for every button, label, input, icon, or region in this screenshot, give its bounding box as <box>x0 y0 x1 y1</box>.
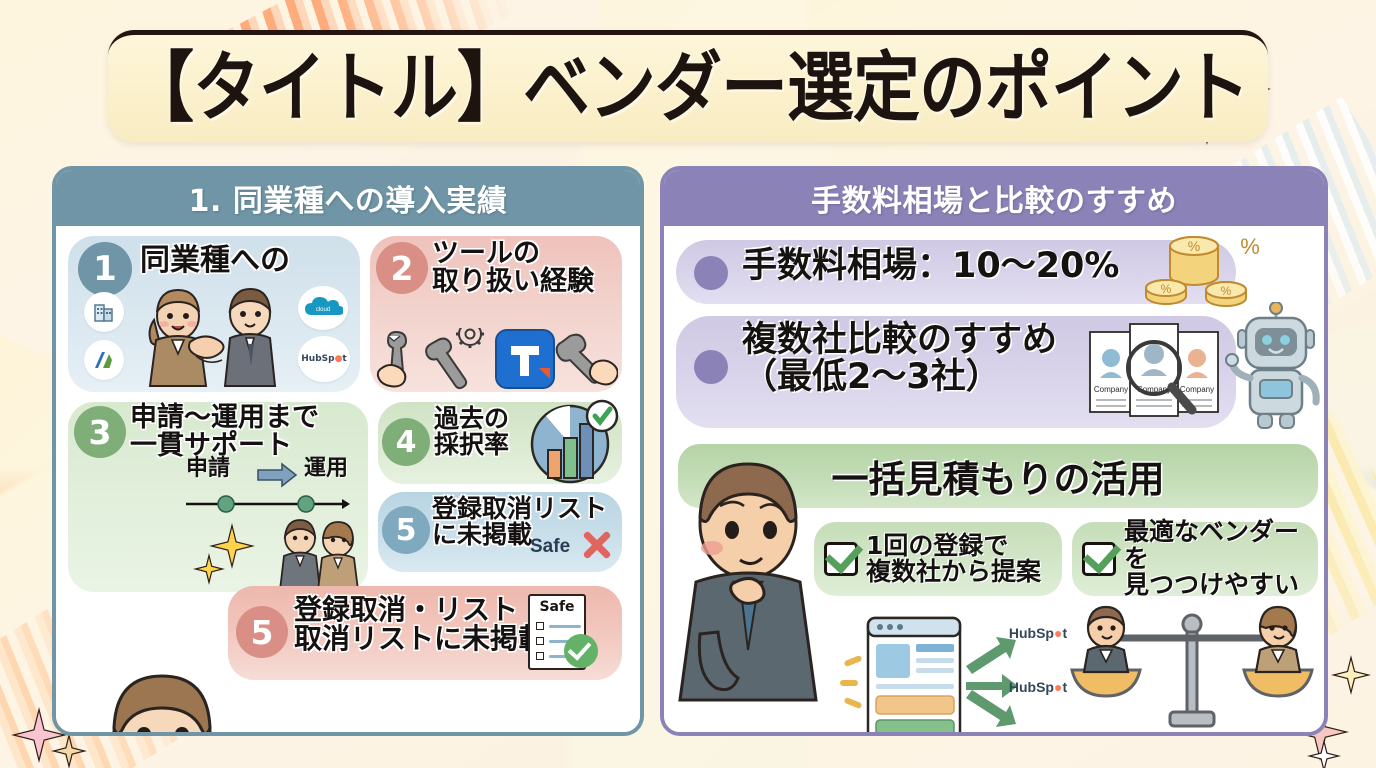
right-panel-header-label: 手数料相場と比較のすすめ <box>811 184 1177 219</box>
handshake-illustration <box>148 287 277 387</box>
check-label-one-registration: 1回の登録で 複数社から提案 <box>866 530 1042 586</box>
bullet-item-compare-vendors[interactable]: 複数社比較のすすめ （最低2～3社） <box>676 316 1236 428</box>
svg-text:HubSp●t: HubSp●t <box>1009 679 1068 695</box>
left-panel-header-label: 1. 同業種への導入実績 <box>188 184 508 219</box>
check-item-best-vendor[interactable]: 最適なベンダーを 見つつけやすい <box>1072 517 1318 600</box>
card-item-4[interactable]: 4 過去の 採択率 <box>378 399 622 484</box>
hubspot-label: HubSp●t <box>301 354 347 364</box>
sub-header-label: 一括見積もりの活用 <box>831 458 1165 501</box>
sparkle-icon <box>1336 660 1366 690</box>
page-title: 【タイトル】ベンダー選定のポイント <box>127 43 1250 133</box>
robot-illustration <box>1225 302 1320 429</box>
bullet-item-fee-range[interactable]: 手数料相場：10～20% <box>676 240 1236 304</box>
red-x-icon <box>580 528 614 562</box>
card-4-label: 過去の 採択率 <box>434 404 510 459</box>
chart-illustration <box>530 399 619 484</box>
check-item-one-registration[interactable]: 1回の登録で 複数社から提案 <box>814 522 1062 596</box>
two-people-illustration <box>278 519 360 591</box>
left-panel-header: 1. 同業種への導入実績 <box>56 170 640 226</box>
card-5-number: 5 <box>382 506 430 554</box>
tools-illustration <box>376 328 618 390</box>
svg-text:HubSp●t: HubSp●t <box>1009 625 1068 641</box>
flow-to-label: 運用 <box>304 456 349 481</box>
right-panel-body: 手数料相場：10～20% % % % % 複数社比較のすすめ （最低2～3社） <box>664 226 1324 732</box>
k-logo-icon <box>84 340 124 380</box>
presenter-woman-illustration <box>112 674 212 732</box>
green-check-icon <box>564 634 598 668</box>
card-item-5[interactable]: 5 登録取消リスト に未掲載 Safe <box>378 492 622 572</box>
balance-scale-illustration <box>1070 605 1314 728</box>
card-3-number: 3 <box>74 406 126 458</box>
left-panel: 1. 同業種への導入実績 1 同業種への <box>52 166 644 736</box>
flow-from-label: 申請 <box>186 456 231 481</box>
bullet-dot-icon <box>694 256 728 290</box>
checkbox-icon[interactable] <box>824 542 858 576</box>
svg-text:Company: Company <box>1008 734 1068 736</box>
safe-document-label: Safe <box>539 599 575 615</box>
card-5-label: 登録取消リスト に未掲載 <box>432 494 608 549</box>
sparkle-icon <box>1312 744 1336 768</box>
right-panel: 手数料相場と比較のすすめ 手数料相場：10～20% % % % % <box>660 166 1328 736</box>
bullet-dot-icon <box>694 350 728 384</box>
check-label-best-vendor: 最適なベンダーを 見つつけやすい <box>1124 517 1300 600</box>
card-6-number: 5 <box>236 606 288 658</box>
bullet-label-fee-range: 手数料相場：10～20% <box>742 246 1120 286</box>
card-2-number: 2 <box>376 242 428 294</box>
title-banner: 【タイトル】ベンダー選定のポイント <box>108 30 1268 142</box>
svg-text:%: % <box>1240 234 1260 259</box>
sparkle-icon <box>56 738 82 764</box>
card-item-3[interactable]: 3 申請～運用まで 一貫サポート 申請 運用 <box>68 402 368 592</box>
bullet-label-compare-vendors: 複数社比較のすすめ （最低2～3社） <box>742 320 1058 398</box>
card-1-label: 同業種への <box>140 243 290 278</box>
card-1-number: 1 <box>78 242 132 296</box>
sub-header-bulk-quote: 一括見積もりの活用 <box>678 444 1318 508</box>
card-6-label: 登録取消・リスト 取消リストに未掲載 <box>294 593 547 655</box>
bulk-quote-flow-illustration: HubSp●t HubSp●t Company <box>840 616 1068 736</box>
card-2-label: ツールの 取り扱い経験 <box>432 238 594 297</box>
building-icon <box>84 292 124 332</box>
right-panel-header: 手数料相場と比較のすすめ <box>664 170 1324 226</box>
svg-text:cloud: cloud <box>316 307 330 313</box>
hubspot-logo-icon: HubSp●t <box>298 336 350 382</box>
card-item-6[interactable]: 5 登録取消・リスト 取消リストに未掲載 Safe <box>228 586 622 680</box>
checkbox-icon[interactable] <box>1082 542 1116 576</box>
card-item-2[interactable]: 2 ツールの 取り扱い経験 <box>370 236 622 392</box>
safe-label: Safe <box>530 536 571 557</box>
card-4-number: 4 <box>382 418 430 466</box>
card-item-1[interactable]: 1 同業種への <box>68 236 360 392</box>
left-panel-body: 1 同業種への <box>56 226 640 732</box>
sparkle-icon <box>198 558 220 580</box>
card-3-label: 申請～運用まで 一貫サポート <box>130 402 319 461</box>
sparkle-icon <box>214 528 250 564</box>
cloud-logo-icon: cloud <box>298 286 348 330</box>
